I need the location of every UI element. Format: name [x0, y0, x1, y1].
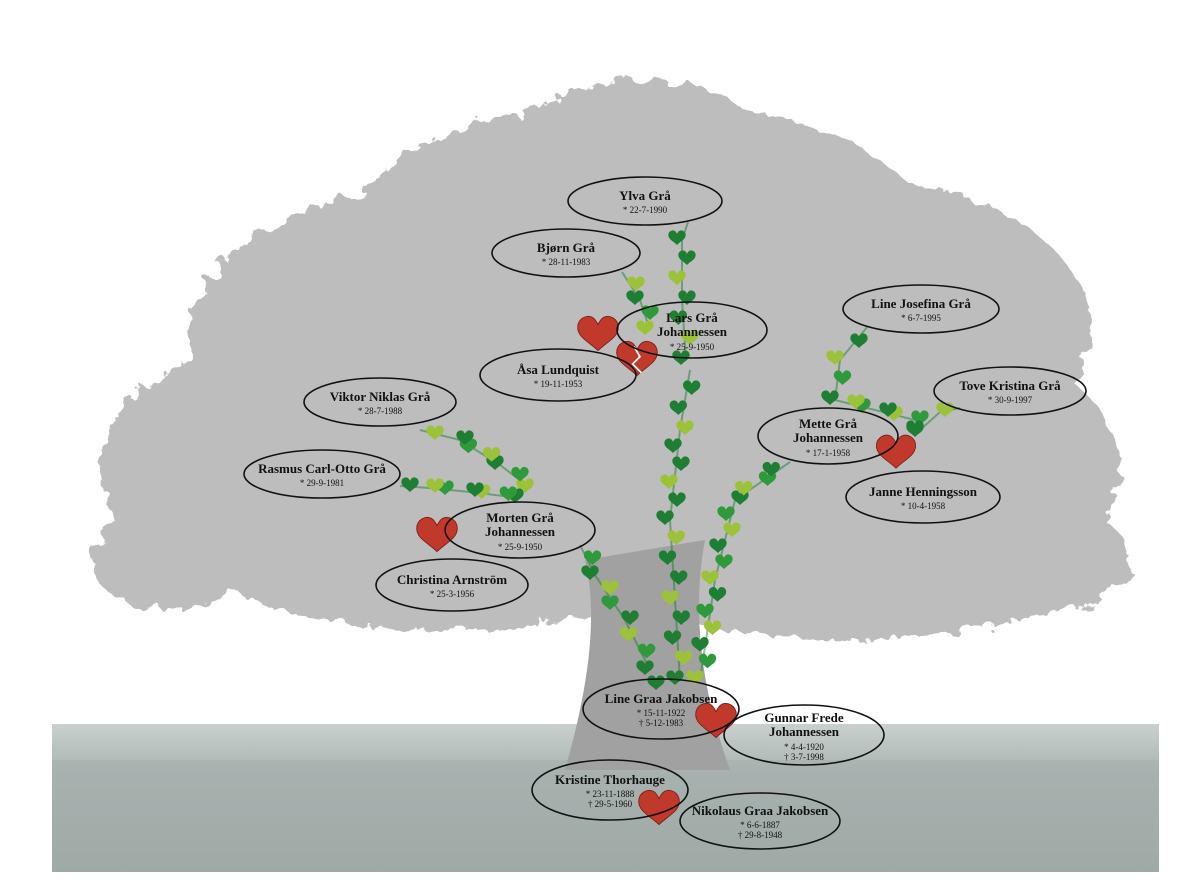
- person-name: Tove Kristina Grå: [959, 378, 1061, 393]
- person-nikolaus[interactable]: Nikolaus Graa Jakobsen * 6-6-1887† 29-8-1…: [679, 792, 841, 850]
- vine-bjorn: [621, 271, 659, 335]
- person-date: * 25-3-1956: [430, 589, 475, 599]
- person-ellipse: [444, 501, 596, 559]
- person-ellipse: [933, 366, 1087, 416]
- person-date: * 4-4-1920: [784, 742, 824, 752]
- person-ellipse: [842, 284, 1000, 334]
- person-ellipse: [723, 704, 885, 766]
- person-date: * 15-11-1922: [637, 708, 685, 718]
- person-name: Line Graa Jakobsen: [605, 691, 718, 706]
- person-line_graa[interactable]: Line Graa Jakobsen * 15-11-1922† 5-12-198…: [582, 678, 740, 740]
- vine-tove: [906, 402, 961, 435]
- person-date: * 25-9-1950: [498, 542, 543, 552]
- person-ellipse: [491, 228, 641, 278]
- person-name: Åsa Lundquist: [517, 362, 600, 377]
- person-date: † 3-7-1998: [784, 752, 824, 762]
- person-janne[interactable]: Janne Henningsson * 10-4-1958: [845, 470, 1001, 524]
- person-name: Rasmus Carl-Otto Grå: [258, 461, 386, 476]
- vine-viktor: [419, 425, 534, 493]
- vine-line_graa: [647, 675, 665, 690]
- person-ellipse: [845, 470, 1001, 524]
- person-ellipse: [243, 449, 401, 499]
- person-ellipse: [531, 759, 689, 821]
- person-viktor[interactable]: Viktor Niklas Grå * 28-7-1988: [303, 377, 457, 427]
- person-date: † 29-8-1948: [738, 830, 783, 840]
- person-name: Kristine Thorhauge: [555, 772, 665, 787]
- person-date: * 6-6-1887: [740, 820, 780, 830]
- person-name: Ylva Grå: [619, 188, 671, 203]
- person-name: Line Josefina Grå: [871, 296, 971, 311]
- person-date: * 6-7-1995: [901, 313, 941, 323]
- marriage-heart-lars_asa_2: [615, 340, 659, 377]
- person-ellipse: [582, 678, 740, 740]
- broken-heart-crack: [631, 346, 642, 374]
- person-ellipse: [616, 301, 768, 359]
- vine-mette: [686, 461, 791, 685]
- person-name: Bjørn Grå: [537, 240, 596, 255]
- person-asa[interactable]: Åsa Lundquist * 19-11-1953: [479, 348, 637, 402]
- tree-canopy: [90, 80, 1130, 640]
- person-date: * 17-1-1958: [806, 448, 851, 458]
- person-line_josefina[interactable]: Line Josefina Grå * 6-7-1995: [842, 284, 1000, 334]
- vine-branches: [399, 221, 961, 690]
- person-name: Nikolaus Graa Jakobsen: [692, 803, 829, 818]
- person-date: * 29-9-1981: [300, 478, 344, 488]
- vine-lars: [656, 369, 701, 685]
- person-date: * 23-11-1888: [586, 789, 635, 799]
- person-ellipse: [303, 377, 457, 427]
- vine-morten: [579, 544, 656, 675]
- person-ellipse: [567, 176, 723, 226]
- person-name: Janne Henningsson: [869, 484, 978, 499]
- person-date: † 5-12-1983: [639, 718, 684, 728]
- vine-rasmus: [399, 477, 524, 503]
- person-date: * 30-9-1997: [988, 395, 1033, 405]
- person-date: * 22-7-1990: [623, 205, 668, 215]
- person-bjorn[interactable]: Bjørn Grå * 28-11-1983: [491, 228, 641, 278]
- vine-ylva: [668, 221, 699, 365]
- person-date: * 28-7-1988: [358, 406, 403, 416]
- person-rasmus[interactable]: Rasmus Carl-Otto Grå * 29-9-1981: [243, 449, 401, 499]
- person-date: * 10-4-1958: [901, 501, 946, 511]
- person-christina[interactable]: Christina Arnström * 25-3-1956: [375, 558, 529, 612]
- person-ellipse: [679, 792, 841, 850]
- person-ylva[interactable]: Ylva Grå * 22-7-1990: [567, 176, 723, 226]
- person-date: * 19-11-1953: [534, 379, 583, 389]
- person-date: * 28-11-1983: [542, 257, 591, 267]
- person-ellipse: [479, 348, 637, 402]
- person-ellipse: [757, 407, 899, 465]
- vine-line: [681, 221, 689, 361]
- marriage-hearts: [415, 315, 917, 826]
- person-tove[interactable]: Tove Kristina Grå * 30-9-1997: [933, 366, 1087, 416]
- person-kristine[interactable]: Kristine Thorhauge * 23-11-1888† 29-5-196…: [531, 759, 689, 821]
- person-date: * 25-9-1950: [670, 342, 715, 352]
- person-date: † 29-5-1960: [588, 799, 633, 809]
- person-name: Viktor Niklas Grå: [330, 389, 431, 404]
- person-ellipse: [375, 558, 529, 612]
- person-name: Christina Arnström: [397, 572, 507, 587]
